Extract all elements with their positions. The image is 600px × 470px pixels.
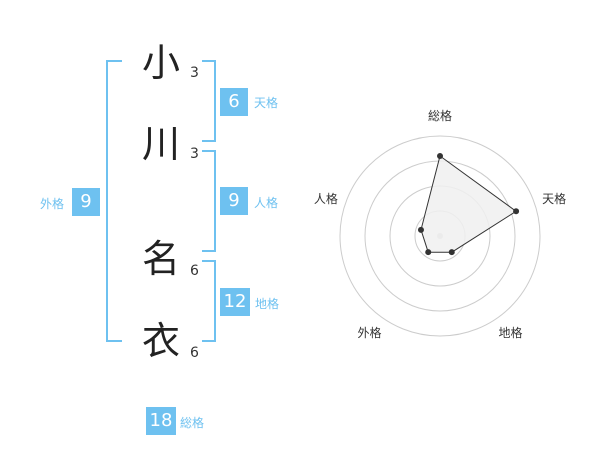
radar-axis-label-3: 外格 <box>357 325 381 340</box>
radar-points <box>417 153 520 256</box>
chikaku-bracket <box>202 260 216 342</box>
soukaku-value: 18 <box>146 407 176 435</box>
name-char-1: 小 <box>142 41 181 85</box>
chikaku-value: 12 <box>220 288 250 316</box>
gaikaku-label: 外格 <box>40 197 65 211</box>
radar-point-4 <box>417 226 424 233</box>
jinkaku-value: 9 <box>220 187 248 215</box>
radar-axis-label-1: 天格 <box>542 191 566 206</box>
radar-ring-4 <box>339 135 541 337</box>
gaikaku-bracket <box>106 60 122 342</box>
stroke-count-2: 3 <box>190 146 199 162</box>
radar-value-area <box>420 155 517 253</box>
name-char-2: 川 <box>142 122 181 166</box>
soukaku-label: 総格 <box>180 416 205 430</box>
tenkaku-label: 天格 <box>254 96 279 110</box>
radar-point-2 <box>448 249 455 256</box>
chikaku-label: 地格 <box>255 297 280 311</box>
name-char-3: 名 <box>142 237 181 281</box>
radar-point-3 <box>425 249 432 256</box>
tenkaku-bracket <box>202 60 216 142</box>
jinkaku-label: 人格 <box>254 196 279 210</box>
stroke-count-3: 6 <box>190 263 199 279</box>
radar-axis-label-0: 総格 <box>428 108 452 123</box>
stroke-count-1: 3 <box>190 65 199 81</box>
radar-axis-label-2: 地格 <box>499 325 523 340</box>
radar-point-0 <box>437 153 443 159</box>
radar-axis-label-4: 人格 <box>314 191 338 206</box>
tenkaku-value: 6 <box>220 88 248 116</box>
radar-point-1 <box>513 208 520 215</box>
gaikaku-value: 9 <box>72 188 100 216</box>
stroke-count-4: 6 <box>190 345 199 361</box>
name-char-4: 衣 <box>142 319 181 363</box>
jinkaku-bracket <box>202 150 216 252</box>
